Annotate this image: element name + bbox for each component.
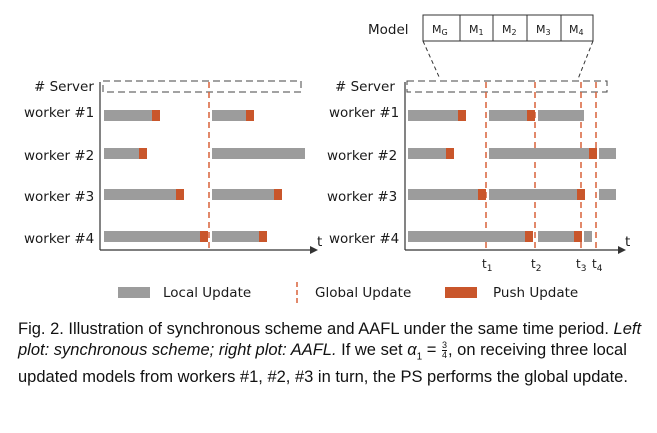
right-w4-push-2 (574, 231, 582, 242)
caption-lead: If we set (341, 341, 403, 359)
left-w1-push-2 (246, 110, 254, 121)
left-w3-push-1 (176, 189, 184, 200)
left-w4-local-2 (212, 231, 259, 242)
right-w3-local-2 (489, 189, 577, 200)
right-w1-local-2 (489, 110, 527, 121)
right-axis-arrow (618, 246, 626, 254)
right-w1-local-1 (408, 110, 458, 121)
right-w4-local-2 (538, 231, 574, 242)
model-cell-m4: M4 (569, 23, 584, 37)
right-worker4-label: worker #4 (329, 231, 399, 247)
model-callout-left (422, 40, 441, 80)
left-worker3-label: worker #3 (24, 189, 94, 205)
right-w2-local-2 (489, 148, 589, 159)
model-cell-mg: MG (432, 23, 448, 37)
left-worker4-label: worker #4 (24, 231, 94, 247)
legend-global-label: Global Update (315, 285, 411, 301)
right-w3-local-3 (599, 189, 616, 200)
right-w2-push-1 (446, 148, 454, 159)
right-worker1-label: worker #1 (329, 105, 399, 121)
left-w2-local-2 (212, 148, 305, 159)
right-w2-local-3 (599, 148, 616, 159)
caption-rest: , on receiving three local updated model… (18, 341, 628, 387)
left-server-label: # Server (34, 79, 94, 95)
right-server-dashed-box (406, 80, 608, 93)
tick-t3: t3 (576, 257, 586, 274)
legend-local-swatch (118, 287, 150, 298)
right-w1-local-3 (538, 110, 584, 121)
model-box: MG M1 M2 M3 M4 (422, 14, 594, 42)
right-w4-local-1 (408, 231, 525, 242)
right-w2-push-2 (589, 148, 597, 159)
model-cell-m2: M2 (502, 23, 517, 37)
right-w4-push-1 (525, 231, 533, 242)
left-w1-local-1 (104, 110, 152, 121)
right-worker2-label: worker #2 (327, 148, 397, 164)
left-w4-push-2 (259, 231, 267, 242)
left-w4-local-1 (104, 231, 200, 242)
right-w1-push-1 (458, 110, 466, 121)
figure-caption: Fig. 2. Illustration of synchronous sche… (18, 319, 646, 388)
caption-alpha: α1 (407, 341, 423, 363)
right-w2-local-1 (408, 148, 446, 159)
right-w3-push-2 (577, 189, 585, 200)
caption-fig-text: Fig. 2. Illustration of synchronous sche… (18, 320, 609, 338)
legend-push-label: Push Update (493, 285, 578, 301)
left-w3-local-1 (104, 189, 176, 200)
left-axis-t-label: t (317, 234, 322, 250)
tick-t4: t4 (592, 257, 603, 274)
model-cell-m1: M1 (469, 23, 484, 37)
legend: Local Update Global Update Push Update (118, 282, 578, 303)
model-cell-m3: M3 (536, 23, 551, 37)
right-w4-local-3 (584, 231, 592, 242)
left-w1-push-1 (152, 110, 160, 121)
legend-local-label: Local Update (163, 285, 251, 301)
left-w2-local-1 (104, 148, 139, 159)
left-server-dashed-box (102, 80, 302, 93)
legend-push-swatch (445, 287, 477, 298)
model-label: Model (368, 22, 409, 38)
left-w4-push-1 (200, 231, 208, 242)
caption-italic-text: Left plot: synchronous scheme; right plo… (18, 320, 642, 359)
left-worker2-label: worker #2 (24, 148, 94, 164)
right-server-label: # Server (335, 79, 395, 95)
right-w3-local-1 (408, 189, 478, 200)
right-axis-t-label: t (625, 234, 630, 250)
left-axis-arrow (310, 246, 318, 254)
caption-eq: = (426, 341, 437, 359)
left-w1-local-2 (212, 110, 246, 121)
right-w3-push-1 (478, 189, 486, 200)
tick-t2: t2 (531, 257, 541, 274)
right-worker3-label: worker #3 (327, 189, 397, 205)
left-worker1-label: worker #1 (24, 105, 94, 121)
left-w3-local-2 (212, 189, 274, 200)
tick-t1: t1 (482, 257, 492, 274)
right-w1-push-2 (527, 110, 535, 121)
scheme-diagram: Model MG M1 M2 M3 M4 # Server worker #1 … (24, 14, 630, 303)
left-w3-push-2 (274, 189, 282, 200)
left-w2-push-1 (139, 148, 147, 159)
model-callout-right (577, 40, 594, 80)
